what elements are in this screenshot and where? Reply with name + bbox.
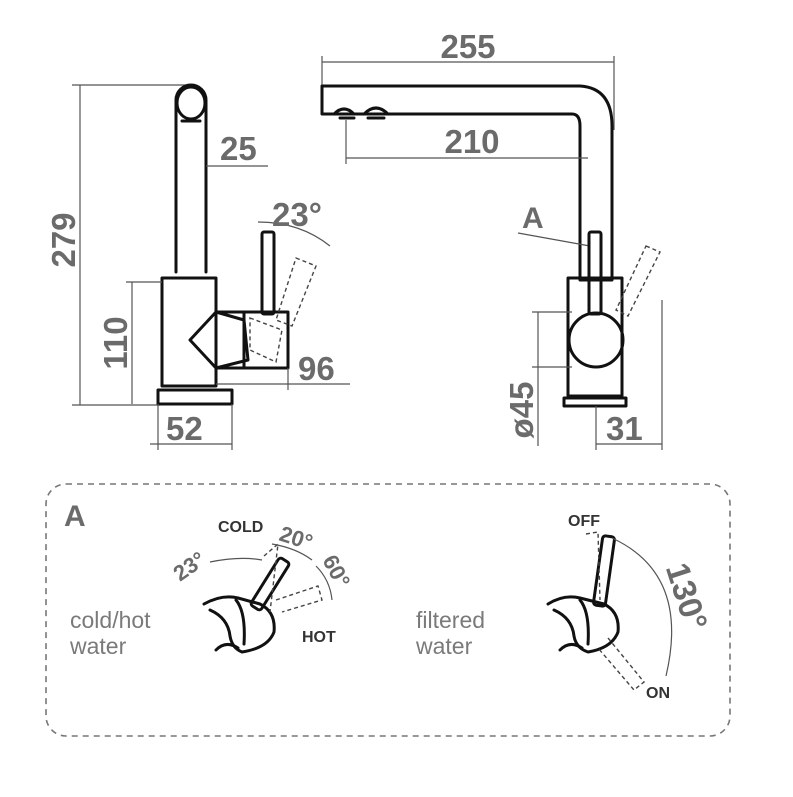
- front-view: 255 210 A ø45 31: [320, 28, 663, 450]
- dim-31-label: 31: [606, 410, 643, 447]
- spout-arm: [320, 84, 614, 282]
- cold-hot-caption-2: water: [69, 633, 127, 659]
- filter-curve: [558, 643, 584, 652]
- dim-210-label: 210: [444, 123, 499, 160]
- lever-angle-label: 23°: [272, 196, 322, 233]
- tilt-arc: [209, 557, 263, 563]
- tilt-angle-label: 23°: [169, 547, 211, 587]
- detail-a-panel: A cold/hot water COLD HOT 23° 20° 60° fi…: [45, 483, 731, 737]
- front-base: [562, 396, 628, 408]
- hot-arc: [315, 565, 333, 601]
- cold-label: COLD: [218, 519, 263, 536]
- dim-25-label: 25: [220, 130, 257, 167]
- dim-279-label: 279: [45, 212, 82, 267]
- spout-column: [174, 83, 208, 274]
- spout-top-cap: [175, 85, 207, 121]
- filter-lever: [592, 534, 616, 608]
- body-block: [160, 276, 218, 388]
- mixer-curve: [214, 643, 240, 652]
- hot-angle-label: 60°: [318, 551, 356, 592]
- dim-110-label: 110: [97, 316, 134, 369]
- detail-frame: [45, 483, 731, 737]
- front-lever: [587, 230, 603, 316]
- filtered-caption-2: water: [415, 633, 473, 659]
- mixer-lever-cold: [263, 542, 279, 613]
- filter-body-sketch: [546, 595, 620, 654]
- front-body: [566, 276, 624, 398]
- on-label: ON: [646, 685, 670, 702]
- detail-leader: [517, 232, 591, 247]
- hot-label: HOT: [302, 629, 336, 646]
- dim-45-label: ø45: [503, 382, 540, 439]
- detail-title: A: [64, 500, 86, 533]
- mixer-joint: [234, 598, 246, 646]
- filter-lever-off: [585, 531, 601, 601]
- detail-marker-a: A: [522, 202, 544, 235]
- body-round-handle: [567, 311, 625, 369]
- mixer-lever-hot: [275, 585, 323, 613]
- handle-cone: [188, 310, 250, 370]
- filter-range-arc: [611, 537, 673, 677]
- base-plate: [156, 388, 234, 406]
- mixer-body-sketch: [202, 595, 276, 654]
- off-label: OFF: [568, 513, 600, 530]
- side-lever-tilted: [275, 257, 317, 327]
- filtered-caption-1: filtered: [416, 607, 485, 633]
- cold-arc: [271, 543, 313, 561]
- handle-dashed: [249, 316, 283, 364]
- cold-angle-label: 20°: [276, 521, 315, 555]
- dim-255-label: 255: [440, 28, 495, 65]
- handle-housing: [214, 310, 290, 370]
- spout-nozzles: [332, 106, 390, 116]
- front-lever-tilted: [615, 245, 661, 317]
- cold-hot-caption-1: cold/hot: [70, 607, 151, 633]
- dim-96-label: 96: [298, 350, 335, 387]
- filter-lever-on: [597, 637, 645, 691]
- mixer-lever: [249, 556, 291, 612]
- filter-joint: [578, 598, 590, 646]
- side-view: 279 25 23° 110 96 52: [45, 83, 350, 450]
- lever-angle-arc: [257, 221, 331, 247]
- dim-52-label: 52: [166, 410, 203, 447]
- side-lever: [260, 230, 276, 316]
